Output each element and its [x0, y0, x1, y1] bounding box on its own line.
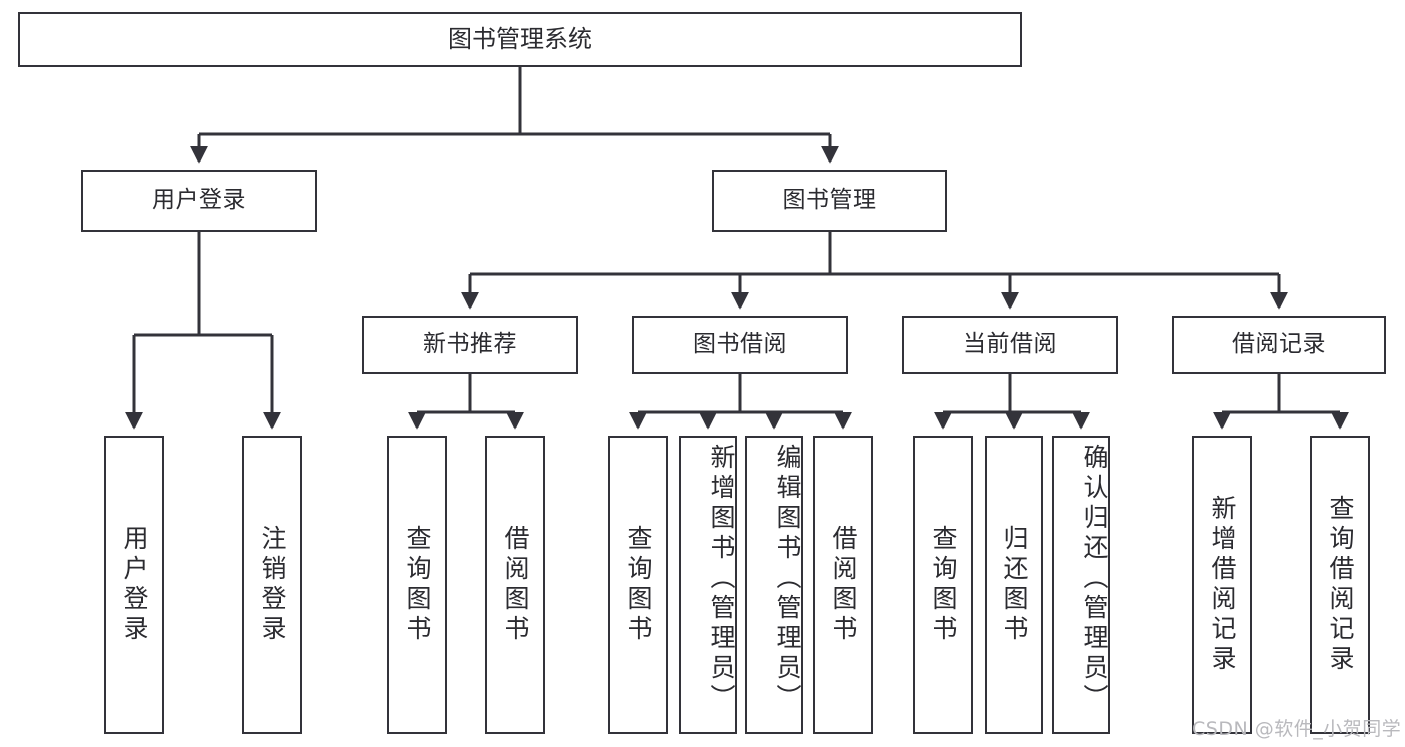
node-label: 查询图书	[403, 525, 432, 645]
node-label: 查询图书	[624, 525, 653, 645]
node-leaf-4: 查询图书	[608, 436, 668, 734]
node-label: 图书管理	[782, 187, 877, 214]
node-level2-1: 图书管理	[712, 170, 947, 232]
node-root: 图书管理系统	[18, 12, 1022, 67]
node-leaf-1: 注销登录	[242, 436, 302, 734]
node-label: 用户登录	[120, 525, 149, 645]
node-level3-2: 当前借阅	[902, 316, 1118, 374]
node-level2-0: 用户登录	[81, 170, 317, 232]
node-label: 新书推荐	[423, 331, 517, 358]
node-label: 注销登录	[258, 525, 287, 645]
node-level3-1: 图书借阅	[632, 316, 848, 374]
node-label: 编辑图书（管理员）	[773, 444, 802, 714]
node-leaf-5: 新增图书（管理员）	[679, 436, 737, 734]
node-label: 查询图书	[929, 525, 958, 645]
node-level3-0: 新书推荐	[362, 316, 578, 374]
node-label: 当前借阅	[963, 331, 1057, 358]
node-leaf-0: 用户登录	[104, 436, 164, 734]
node-leaf-7: 借阅图书	[813, 436, 873, 734]
node-leaf-12: 查询借阅记录	[1310, 436, 1370, 734]
node-leaf-3: 借阅图书	[485, 436, 545, 734]
node-leaf-8: 查询图书	[913, 436, 973, 734]
node-leaf-11: 新增借阅记录	[1192, 436, 1252, 734]
node-label: 归还图书	[1000, 525, 1029, 645]
node-label: 新增借阅记录	[1208, 495, 1237, 675]
node-leaf-9: 归还图书	[985, 436, 1043, 734]
node-label: 新增图书（管理员）	[707, 444, 736, 714]
csdn-watermark: CSDN @软件_小贺同学	[1192, 718, 1402, 740]
node-level3-3: 借阅记录	[1172, 316, 1386, 374]
node-leaf-10: 确认归还（管理员）	[1052, 436, 1110, 734]
node-label: 确认归还（管理员）	[1080, 444, 1109, 714]
node-label: 图书管理系统	[448, 25, 592, 54]
node-leaf-6: 编辑图书（管理员）	[745, 436, 803, 734]
node-leaf-2: 查询图书	[387, 436, 447, 734]
node-label: 查询借阅记录	[1326, 495, 1355, 675]
node-label: 借阅图书	[829, 525, 858, 645]
node-label: 用户登录	[152, 187, 246, 214]
node-label: 图书借阅	[693, 331, 787, 358]
node-label: 借阅图书	[501, 525, 530, 645]
node-label: 借阅记录	[1232, 331, 1326, 358]
